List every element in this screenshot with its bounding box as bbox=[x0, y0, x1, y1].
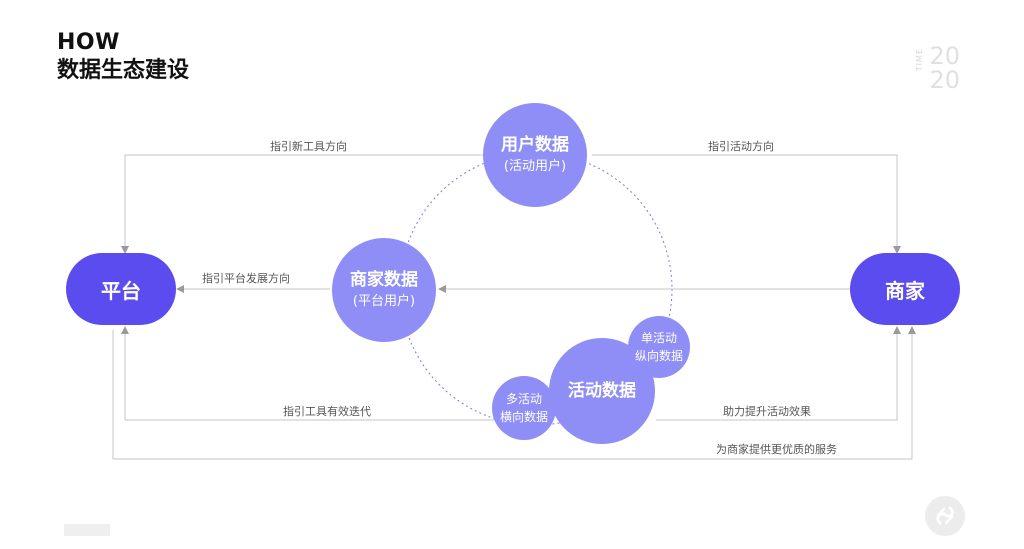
brand-logo bbox=[925, 496, 965, 536]
node-activity-data-main: 活动数据 bbox=[568, 381, 636, 401]
label-guide-activity: 指引活动方向 bbox=[708, 140, 774, 153]
label-better-service: 为商家提供更优质的服务 bbox=[716, 443, 837, 456]
node-user-data-sub: (活动用户) bbox=[503, 159, 567, 174]
node-user-data-main: 用户数据 bbox=[501, 135, 569, 155]
edge-guide-activity bbox=[592, 154, 901, 254]
node-merchant-data-main: 商家数据 bbox=[350, 270, 418, 290]
node-merchant-label: 商家 bbox=[885, 278, 925, 303]
node-merchant: 商家 bbox=[850, 253, 960, 325]
node-single-activity-line2: 纵向数据 bbox=[634, 349, 683, 363]
label-guide-platform: 指引平台发展方向 bbox=[202, 272, 290, 285]
brand-logo-icon bbox=[936, 506, 954, 525]
title-subtitle: 数据生态建设 bbox=[57, 58, 190, 83]
title-how: HOW bbox=[57, 30, 120, 55]
edge-help-activity-effect bbox=[656, 326, 901, 421]
label-help-activity-effect: 助力提升活动效果 bbox=[723, 405, 811, 418]
year-bottom: 20 bbox=[929, 66, 960, 94]
node-single-activity-line1: 单活动 bbox=[640, 331, 677, 345]
footer-bar bbox=[64, 524, 110, 536]
edge-guide-new-tool bbox=[121, 154, 486, 254]
node-multi-activity-line2: 横向数据 bbox=[499, 410, 548, 424]
node-user-data: 用户数据 (活动用户) bbox=[483, 103, 587, 207]
node-merchant-data-sub: (平台用户) bbox=[352, 294, 416, 309]
edge-better-service bbox=[112, 326, 916, 460]
page-title: HOW 数据生态建设 bbox=[57, 30, 189, 86]
node-single-activity: 单活动 纵向数据 bbox=[628, 316, 690, 378]
node-platform: 平台 bbox=[66, 253, 176, 325]
node-multi-activity-line1: 多活动 bbox=[505, 392, 542, 406]
year-top: 20 bbox=[929, 42, 960, 70]
label-guide-new-tool: 指引新工具方向 bbox=[270, 140, 347, 153]
year-badge: 20 20 bbox=[929, 44, 960, 92]
node-multi-activity: 多活动 横向数据 bbox=[492, 376, 556, 440]
node-merchant-data: 商家数据 (平台用户) bbox=[332, 238, 436, 342]
label-guide-tool-iteration: 指引工具有效迭代 bbox=[283, 405, 371, 418]
node-platform-label: 平台 bbox=[101, 278, 141, 303]
edge-guide-tool-iteration bbox=[121, 326, 495, 421]
